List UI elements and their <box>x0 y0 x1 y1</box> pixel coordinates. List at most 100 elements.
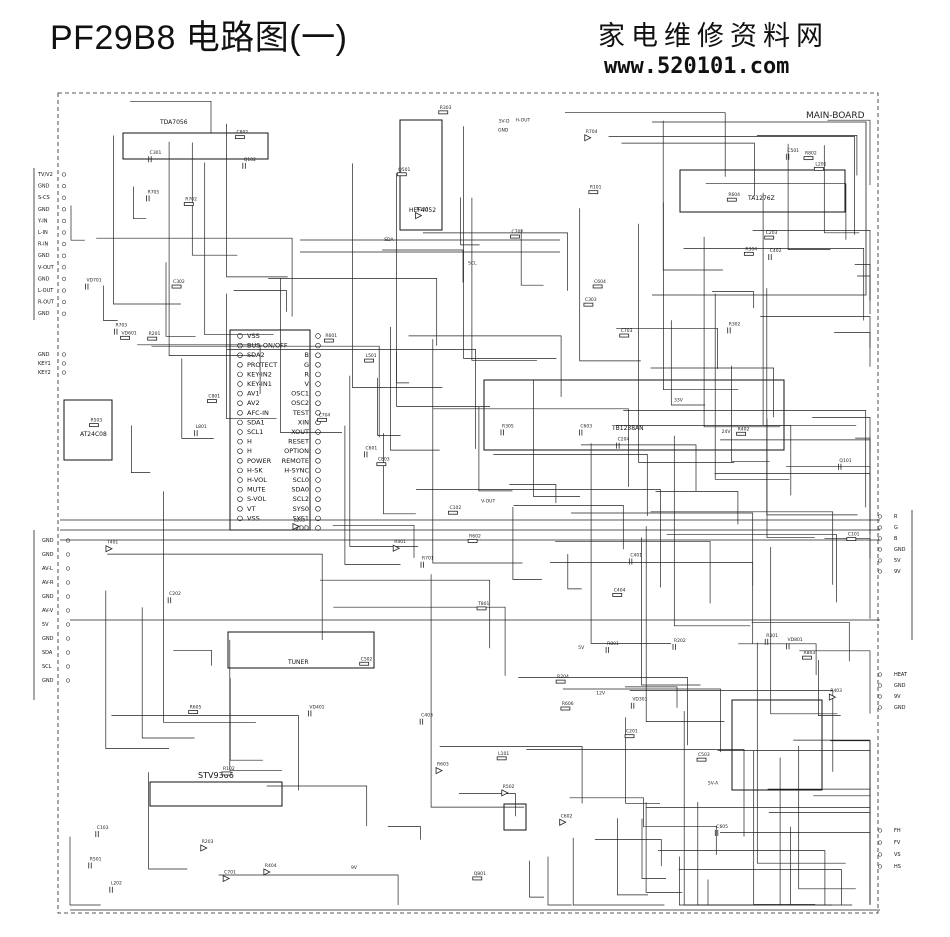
diode <box>559 818 567 826</box>
connector-pin <box>877 672 883 677</box>
ic-eeprom <box>63 399 113 461</box>
wire <box>533 380 581 497</box>
wire <box>226 293 277 420</box>
wire <box>827 119 871 186</box>
component-designator: R502 <box>503 784 515 790</box>
mcu-pin-marker <box>315 333 321 339</box>
component-designator: C201 <box>626 729 638 735</box>
wire <box>720 832 871 905</box>
wire <box>433 408 629 487</box>
component-designator: C704 <box>319 412 331 418</box>
mcu-pin-label-right: SYS1 <box>293 514 309 522</box>
wire <box>590 443 672 644</box>
mcu-pin-marker <box>237 429 243 435</box>
component-designator: C303 <box>585 297 597 303</box>
connector-pin <box>61 311 67 316</box>
connector-pin <box>65 566 71 571</box>
connector-pin <box>61 218 67 223</box>
mcu-pin-label-left: KEY-IN1 <box>247 380 272 388</box>
resistor <box>802 655 812 660</box>
connector-pin-label: HEAT <box>894 672 908 678</box>
mcu-pin-marker <box>315 400 321 406</box>
diode <box>501 789 509 797</box>
wire <box>731 365 770 462</box>
component-designator: C802 <box>236 130 248 136</box>
component-designator: Q101 <box>839 458 851 464</box>
mcu-pin-marker <box>315 429 321 435</box>
mcu-pin-marker <box>315 438 321 445</box>
wire <box>173 649 212 666</box>
mcu-pin-label-right: V <box>305 380 310 388</box>
mcu-pin-marker <box>315 410 321 416</box>
diode <box>263 868 271 876</box>
wire <box>181 358 214 439</box>
mcu-pin-label-right: XOUT <box>291 428 309 436</box>
ic-label-tuner: TUNER <box>287 659 309 666</box>
resistor <box>583 302 594 307</box>
mcu-pin-marker <box>237 352 243 358</box>
wire <box>396 173 490 407</box>
wire <box>218 874 399 905</box>
connector-pin <box>61 230 67 235</box>
net-label: H-OUT <box>516 118 531 124</box>
net-label: 9V <box>351 865 358 871</box>
component-designator: R103 <box>417 207 429 213</box>
wire <box>168 141 255 356</box>
wire <box>103 285 118 321</box>
resistor <box>736 431 747 436</box>
mcu-pin-marker <box>237 381 243 387</box>
resistor <box>183 202 194 206</box>
component-designator: C102 <box>449 505 461 511</box>
wire <box>629 690 834 772</box>
wire <box>834 332 871 348</box>
mcu-pin-marker <box>237 486 243 493</box>
wire <box>233 290 287 312</box>
diode <box>200 844 208 852</box>
wire <box>798 745 856 890</box>
connector-pin-label: FV <box>894 840 901 846</box>
component-designator: C403 <box>421 713 433 719</box>
wire <box>756 135 858 176</box>
component-designator: R403 <box>830 688 842 694</box>
ic-jungle <box>483 379 785 451</box>
mcu-pin-label-left: SCL1 <box>247 428 263 436</box>
wire <box>459 793 516 817</box>
connector-pin-label: GND <box>894 683 906 689</box>
wire <box>683 711 772 906</box>
wire <box>703 236 781 428</box>
connector-pin-label: SDA <box>42 650 53 656</box>
wire <box>720 439 871 522</box>
wire <box>229 678 263 761</box>
wire <box>616 327 718 369</box>
mcu-pin-marker <box>315 390 321 397</box>
ic-label-hef4052: HEF4052 <box>409 207 436 214</box>
wire <box>813 795 871 833</box>
wire <box>641 537 701 686</box>
connector-pin-label: GND <box>38 352 50 358</box>
wire <box>670 320 706 406</box>
wire <box>567 554 582 590</box>
mcu-pin-marker <box>315 506 321 512</box>
wire <box>645 526 725 722</box>
mcu-pin-label-left: VSS <box>247 332 260 340</box>
connector-pin <box>61 361 67 366</box>
net-label: 5V <box>578 645 585 651</box>
wire <box>751 621 850 662</box>
wire <box>229 639 282 771</box>
net-label: 12V <box>596 691 606 697</box>
component-designator: C603 <box>580 424 592 430</box>
mcu-pin-marker <box>237 496 243 502</box>
connector-pin-label: GND <box>42 636 54 642</box>
wire <box>615 425 792 496</box>
connector-pin-label: GND <box>38 253 50 259</box>
resistor <box>89 423 99 428</box>
connector-pin-label: KEY2 <box>38 370 51 376</box>
net-label: V-OUT <box>481 499 495 505</box>
resistor <box>764 235 775 240</box>
wire <box>439 746 583 804</box>
component-designator: R802 <box>805 151 817 157</box>
mcu-pin-label-left: AV2 <box>247 399 260 407</box>
connector-pin-label: GND <box>38 311 50 317</box>
resistor <box>612 592 623 597</box>
